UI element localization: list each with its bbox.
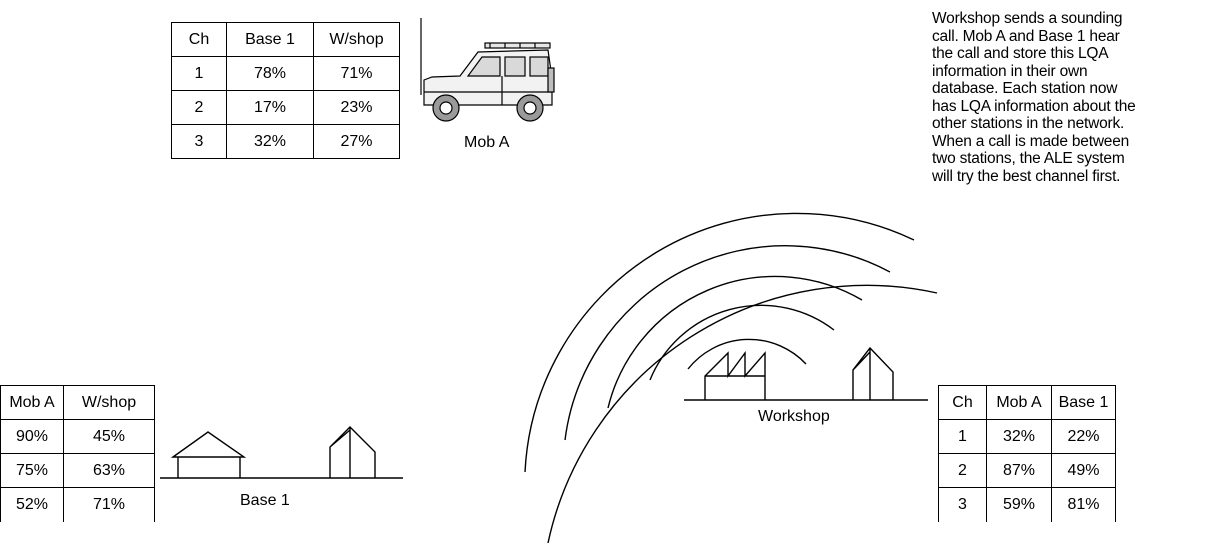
table-row: 2 17% 23% [171,90,400,125]
antenna-icon [329,426,376,478]
table-cell: 71% [313,56,400,91]
table-cell: 23% [313,90,400,125]
wave-arc-3 [607,275,863,409]
table-cell: 32% [986,419,1052,454]
table-cell: 75% [0,453,64,488]
table-row: 1 32% 22% [938,419,1116,454]
table-cell: 1 [938,419,987,454]
table-row: 3 32% 27% [171,124,400,159]
table-row: 1 90% 45% [0,419,155,454]
description-line: has LQA information about the [932,97,1136,115]
wave-arc-5 [524,212,915,473]
table-cell: 1 [171,56,227,91]
description-line: information in their own [932,62,1088,80]
wave-arc-6 [547,284,938,543]
column-header: W/shop [63,385,155,420]
column-header: Base 1 [1051,385,1116,420]
description-line: other stations in the network. [932,115,1125,132]
table-cell: 52% [0,487,64,522]
base-1-lqa-table: Ch Mob A W/shop 1 90% 45% 2 75% 63% 3 52… [0,385,155,522]
column-header: Ch [171,22,227,57]
factory-icon [704,350,766,400]
base-1-label: Base 1 [240,492,290,509]
table-row: 3 52% 71% [0,487,155,522]
table-row: 2 75% 63% [0,453,155,488]
sounding-waves [524,212,938,543]
table-cell: 45% [63,419,155,454]
description-line: database. Each station now [932,80,1118,97]
table-cell: 71% [63,487,155,522]
description-line: Workshop sends a sounding [932,10,1123,27]
mob-a-lqa-table: Ch Base 1 W/shop 1 78% 71% 2 17% 23% 3 3… [171,22,400,159]
description-text: Workshop sends a sounding call. Mob A an… [932,10,1229,185]
table-row: 3 59% 81% [938,487,1116,522]
mob-a-label: Mob A [464,134,510,151]
table-cell: 49% [1051,453,1116,488]
table-cell: 3 [171,124,227,159]
base-station-graphic [160,426,403,479]
table-cell: 2 [171,90,227,125]
description-line: call. Mob A and Base 1 hear [932,27,1120,45]
antenna-icon [852,346,894,400]
table-cell: 32% [226,124,314,159]
description-line: When a call is made between [932,132,1130,150]
workshop-lqa-table: Ch Mob A Base 1 1 32% 22% 2 87% 49% 3 59… [938,385,1116,522]
column-header: Ch [938,385,987,420]
table-cell: 63% [63,453,155,488]
table-cell: 90% [0,419,64,454]
workshop-label: Workshop [758,408,830,425]
wave-arc-1 [687,338,807,370]
table-cell: 3 [938,487,987,522]
column-header: Mob A [986,385,1052,420]
house-icon [170,431,247,478]
table-cell: 22% [1051,419,1116,454]
workshop-graphic [684,346,928,401]
table-row: 1 78% 71% [171,56,400,91]
column-header: W/shop [313,22,400,57]
wave-arc-4 [564,245,891,441]
table-cell: 17% [226,90,314,125]
table-cell: 2 [938,453,987,488]
table-cell: 27% [313,124,400,159]
description-line: the call and store this LQA [932,45,1109,62]
description-line: two stations, the ALE system [932,150,1125,167]
column-header: Mob A [0,385,64,420]
table-cell: 59% [986,487,1052,522]
wave-arc-2 [649,304,835,381]
description-line: will try the best channel first. [932,167,1121,185]
table-cell: 78% [226,56,314,91]
column-header: Base 1 [226,22,314,57]
vehicle-icon [420,18,555,122]
table-cell: 81% [1051,487,1116,522]
table-cell: 87% [986,453,1052,488]
table-row: 2 87% 49% [938,453,1116,488]
